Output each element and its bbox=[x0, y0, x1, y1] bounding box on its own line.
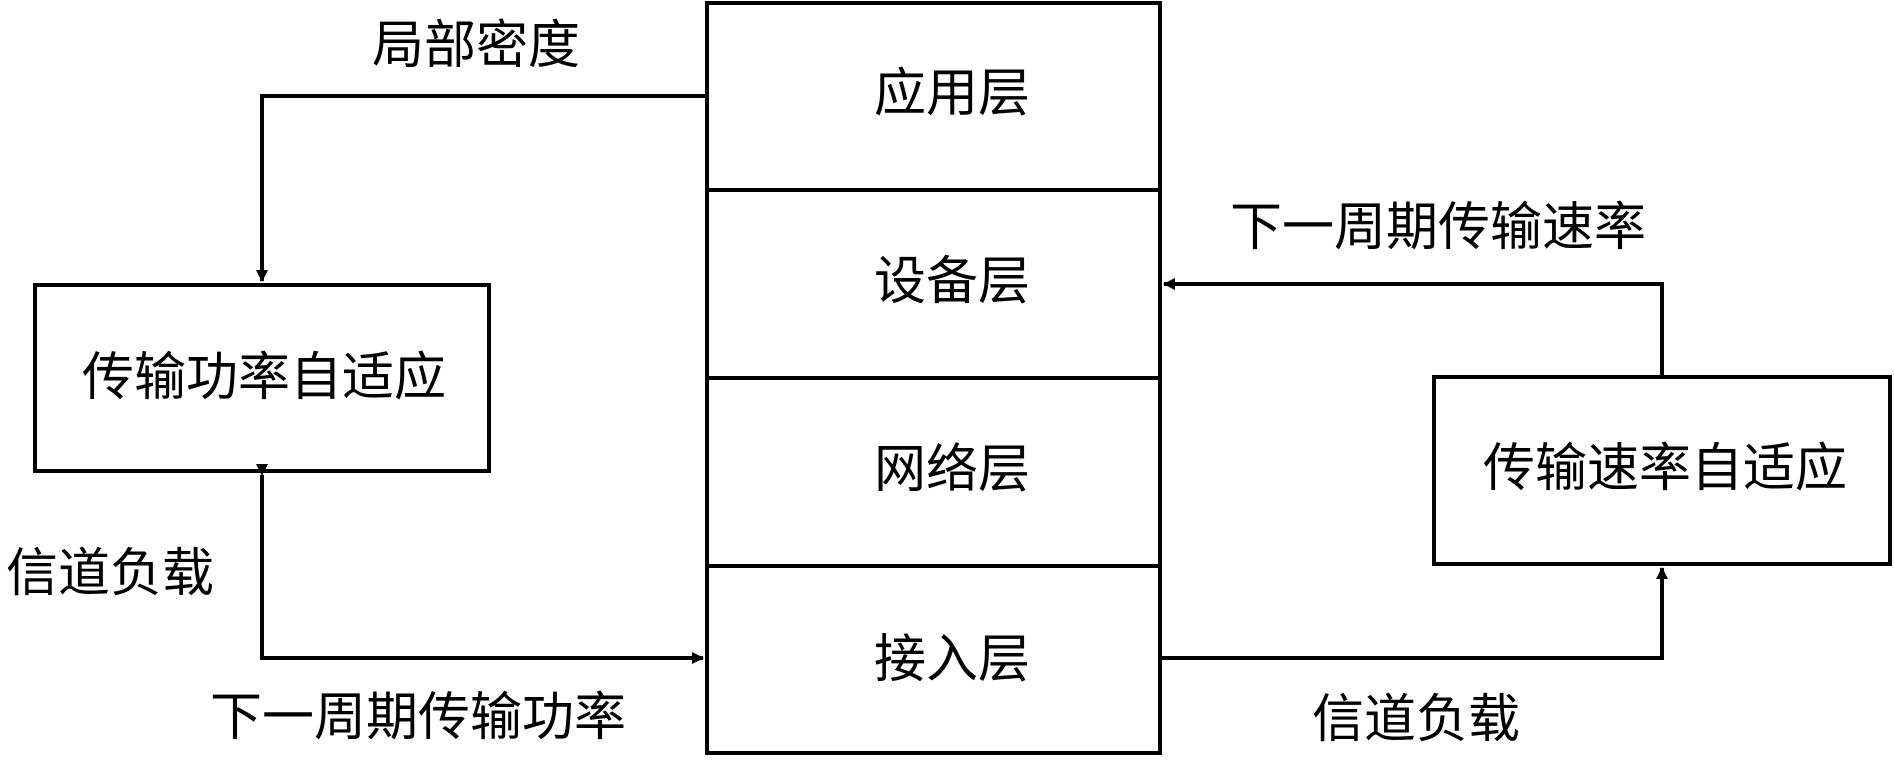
power-adaptive-label: 传输功率自适应 bbox=[81, 348, 447, 408]
local-density-label: 局部密度 bbox=[372, 16, 581, 76]
next-period-rate-label: 下一周期传输速率 bbox=[1230, 198, 1647, 258]
layer-application: 应用层 bbox=[873, 64, 1031, 124]
layer-access: 接入层 bbox=[873, 630, 1031, 690]
channel-load-right-arrow bbox=[1160, 567, 1668, 660]
channel-load-left-label: 信道负载 bbox=[6, 544, 215, 604]
layer-device: 设备层 bbox=[873, 252, 1031, 312]
channel-load-right-label: 信道负载 bbox=[1312, 690, 1521, 750]
power-access-arrow bbox=[256, 464, 704, 664]
local-density-arrow bbox=[256, 94, 707, 282]
rate-adaptive-label: 传输速率自适应 bbox=[1482, 439, 1848, 499]
next-period-power-label: 下一周期传输功率 bbox=[210, 688, 627, 748]
layer-network: 网络层 bbox=[873, 440, 1031, 500]
next-rate-arrow bbox=[1163, 278, 1664, 377]
